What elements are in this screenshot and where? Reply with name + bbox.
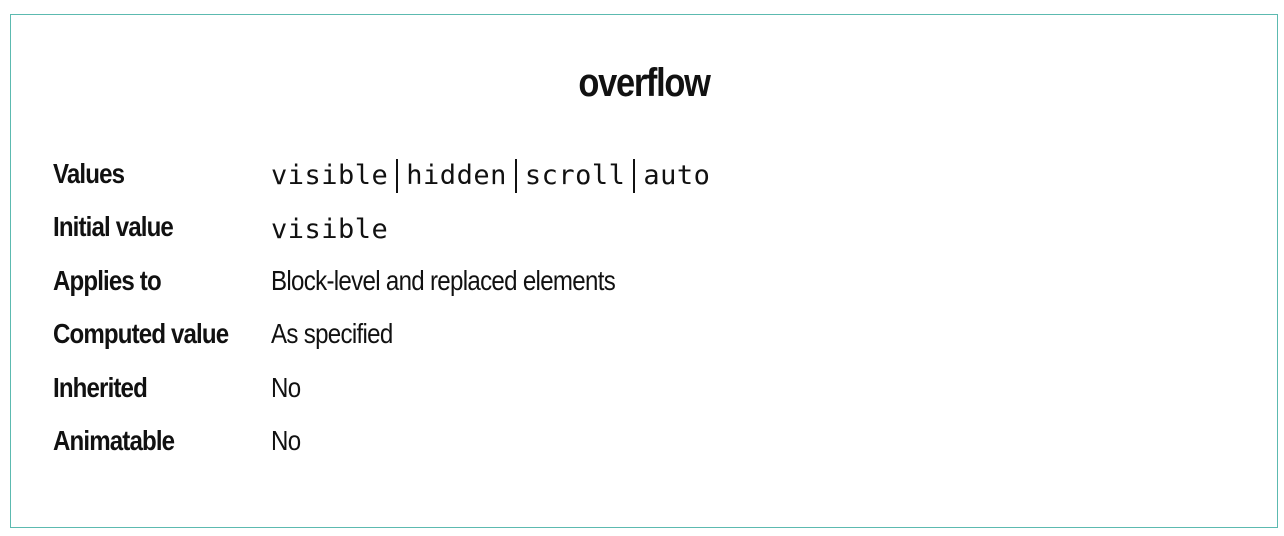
row-label: Values [53, 157, 125, 189]
row-label: Applies to [53, 264, 162, 296]
separator-bar [514, 158, 517, 193]
row-value: As specified [271, 318, 393, 350]
row-value: No [271, 371, 301, 403]
property-definition-box: overflow Values visible hidden scroll au… [10, 14, 1278, 528]
initial-value: visible [271, 210, 388, 245]
row-computed-value: Computed value As specified [53, 308, 1233, 362]
row-label: Animatable [53, 425, 175, 457]
value-keyword: visible [271, 213, 389, 245]
property-title: overflow [578, 61, 710, 105]
separator-bar [633, 158, 636, 193]
row-initial-value: Initial value visible [53, 201, 1233, 255]
row-values: Values visible hidden scroll auto [53, 147, 1233, 201]
row-applies-to: Applies to Block-level and replaced elem… [53, 254, 1233, 308]
value-keyword: auto [643, 160, 711, 192]
row-label: Initial value [53, 211, 174, 243]
row-value: Block-level and replaced elements [271, 264, 616, 296]
row-animatable: Animatable No [53, 415, 1233, 469]
value-keyword: visible [271, 160, 389, 192]
row-label: Computed value [53, 318, 229, 350]
values-list: visible hidden scroll auto [271, 155, 710, 193]
value-keyword: scroll [524, 160, 626, 192]
row-value: No [271, 425, 301, 457]
value-keyword: hidden [406, 160, 507, 192]
row-inherited: Inherited No [53, 361, 1233, 415]
property-table: Values visible hidden scroll auto Initia… [53, 147, 1233, 468]
separator-bar [396, 158, 399, 193]
row-label: Inherited [53, 371, 148, 403]
